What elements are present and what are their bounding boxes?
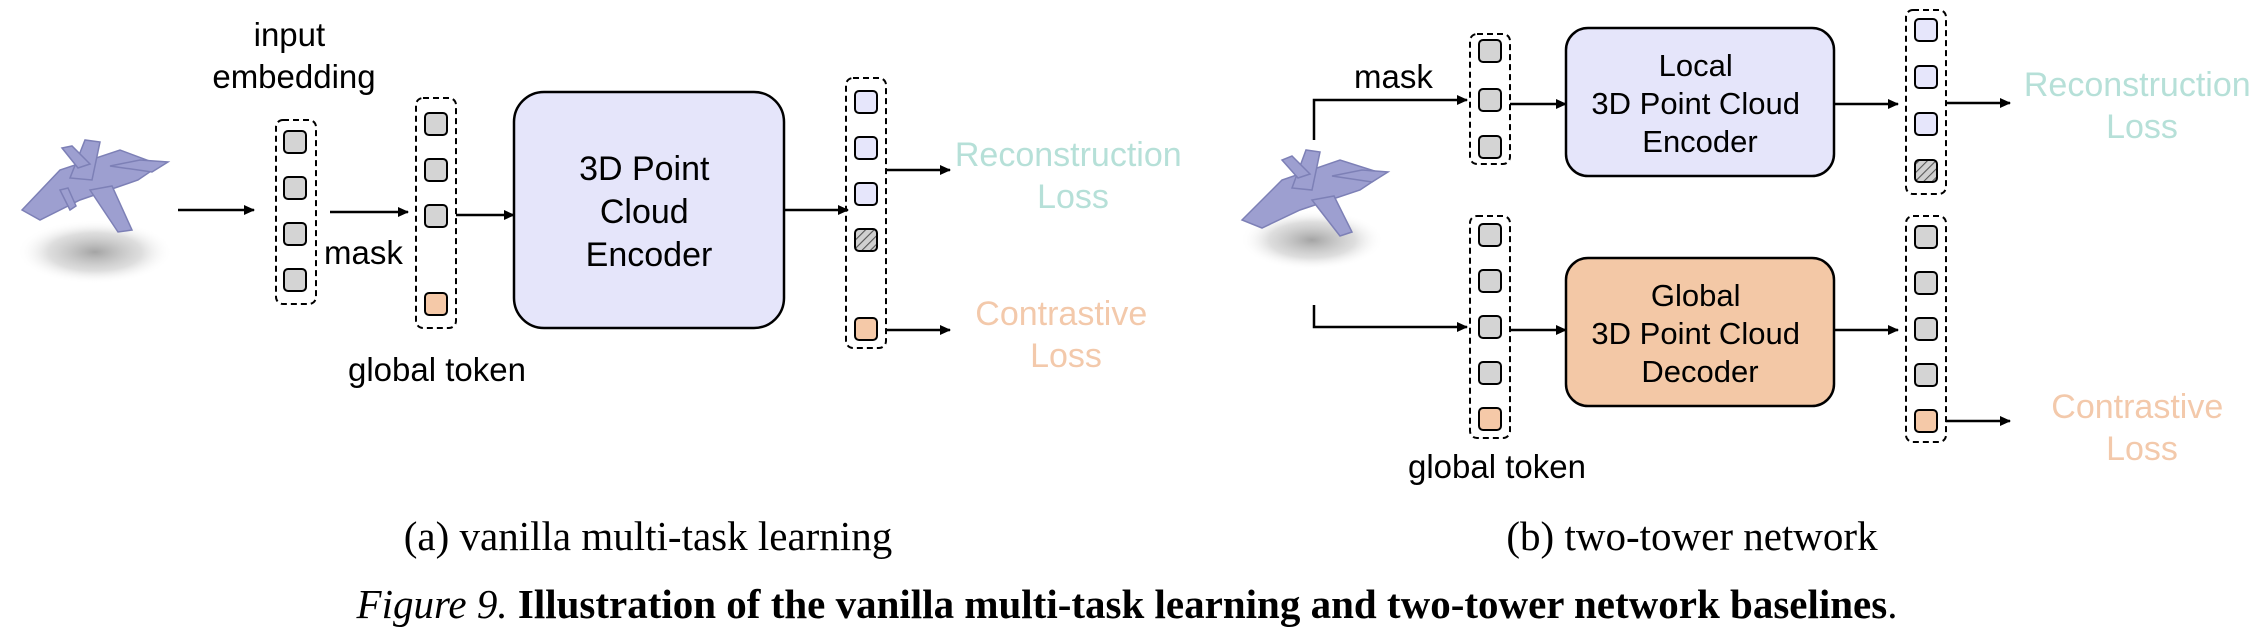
global-decoder-label: Global 3D Point Cloud Decoder bbox=[1591, 278, 1808, 389]
token-gray bbox=[424, 158, 448, 182]
token-gray bbox=[1914, 363, 1938, 387]
panel-b: mask Local 3D Point Cloud Encoder bbox=[1240, 9, 2254, 559]
local-output-token-column bbox=[1905, 9, 1947, 195]
token-lavender bbox=[854, 182, 878, 206]
token-gray bbox=[1914, 317, 1938, 341]
token-masked-hatched bbox=[854, 228, 878, 252]
token-gray bbox=[1478, 88, 1502, 112]
figure-number: Figure 9. bbox=[356, 581, 508, 627]
local-encoder-box bbox=[1564, 26, 1836, 178]
airplane-point-cloud-icon bbox=[17, 139, 173, 284]
token-orange bbox=[1914, 409, 1938, 433]
global-token-label: global token bbox=[348, 351, 526, 388]
figure-caption: Figure 9. Illustration of the vanilla mu… bbox=[356, 581, 1898, 627]
token-gray bbox=[1478, 269, 1502, 293]
reconstruction-loss-label: Reconstruction Loss bbox=[2024, 66, 2254, 146]
output-token-column bbox=[845, 77, 887, 349]
input-embedding-label: input embedding bbox=[212, 16, 375, 95]
token-gray bbox=[1478, 135, 1502, 159]
global-decoder-box bbox=[1564, 256, 1836, 408]
token-orange bbox=[854, 317, 878, 341]
mask-label: mask bbox=[324, 234, 403, 271]
token-masked-hatched bbox=[1914, 159, 1938, 183]
global-token-orange bbox=[424, 292, 448, 316]
contrastive-loss-label: Contrastive Loss bbox=[2051, 388, 2232, 468]
token-gray bbox=[1478, 223, 1502, 247]
panel-a-caption: (a) vanilla multi-task learning bbox=[404, 513, 892, 559]
mask-label: mask bbox=[1354, 58, 1433, 95]
figure-caption-text: Illustration of the vanilla multi-task l… bbox=[518, 581, 1887, 627]
token-gray bbox=[1478, 361, 1502, 385]
global-input-token-column bbox=[1469, 215, 1511, 439]
global-output-token-column bbox=[1905, 215, 1947, 443]
token-gray bbox=[424, 204, 448, 228]
token-gray bbox=[1478, 39, 1502, 63]
token-gray bbox=[1914, 271, 1938, 295]
arrow-airplane-to-global-branch bbox=[1312, 305, 1468, 332]
airplane-point-cloud-icon bbox=[1240, 149, 1391, 270]
token-lavender bbox=[1914, 112, 1938, 136]
local-encoder-label: Local 3D Point Cloud Encoder bbox=[1591, 48, 1808, 159]
token-gray bbox=[283, 222, 307, 246]
figure-caption-period: . bbox=[1887, 581, 1897, 627]
global-token-label: global token bbox=[1408, 448, 1586, 485]
token-lavender bbox=[854, 136, 878, 160]
token-gray bbox=[424, 112, 448, 136]
token-gray bbox=[1478, 315, 1502, 339]
panel-b-caption: (b) two-tower network bbox=[1506, 513, 1878, 559]
token-lavender bbox=[1914, 65, 1938, 89]
token-gray bbox=[1914, 225, 1938, 249]
panel-a: input embedding mask global token 3 bbox=[17, 16, 1191, 559]
token-lavender bbox=[1914, 18, 1938, 42]
global-token-orange bbox=[1478, 407, 1502, 431]
token-gray bbox=[283, 268, 307, 292]
token-gray bbox=[283, 176, 307, 200]
token-gray bbox=[283, 130, 307, 154]
arrow-airplane-to-local-branch bbox=[1312, 95, 1468, 140]
local-input-token-column bbox=[1469, 33, 1511, 165]
token-lavender bbox=[854, 90, 878, 114]
input-embedding-token-column bbox=[275, 119, 317, 305]
reconstruction-loss-label: Reconstruction Loss bbox=[955, 136, 1191, 216]
contrastive-loss-label: Contrastive Loss bbox=[975, 295, 1156, 375]
masked-token-column bbox=[415, 97, 457, 329]
encoder-label: 3D Point Cloud Encoder bbox=[579, 150, 719, 274]
